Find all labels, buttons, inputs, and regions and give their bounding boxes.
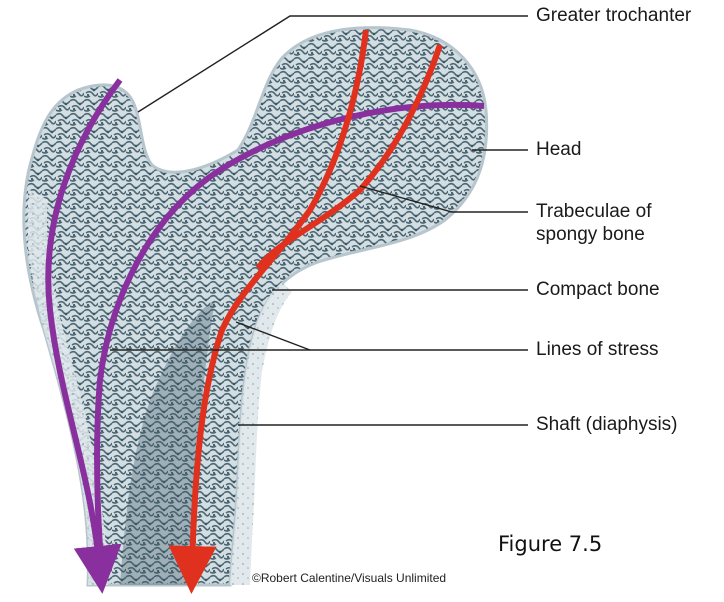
label-shaft: Shaft (diaphysis) (536, 414, 678, 435)
label-greater-trochanter: Greater trochanter (536, 5, 692, 26)
label-lines-of-stress: Lines of stress (536, 339, 659, 360)
label-trabeculae-line2: spongy bone (536, 224, 645, 246)
stress-line-red-outer (168, 29, 369, 594)
leader-lines-of-stress-2 (235, 321, 311, 351)
image-credit: ©Robert Calentine/Visuals Unlimited (252, 571, 447, 585)
label-head: Head (536, 139, 582, 160)
leader-greater-trochanter (137, 15, 528, 113)
stress-line-red-inner (255, 44, 443, 270)
stress-line-purple-arch (94, 101, 485, 571)
leader-trabeculae (359, 185, 528, 213)
stress-line-purple-left (45, 78, 123, 594)
compact-bone-right (230, 282, 292, 585)
figure-number: Figure 7.5 (498, 532, 603, 556)
label-trabeculae-line1: Trabeculae of (536, 201, 652, 222)
label-trabeculae: Trabeculae of spongy bone (536, 200, 651, 246)
leader-lines (110, 15, 528, 426)
label-compact-bone: Compact bone (536, 279, 660, 300)
